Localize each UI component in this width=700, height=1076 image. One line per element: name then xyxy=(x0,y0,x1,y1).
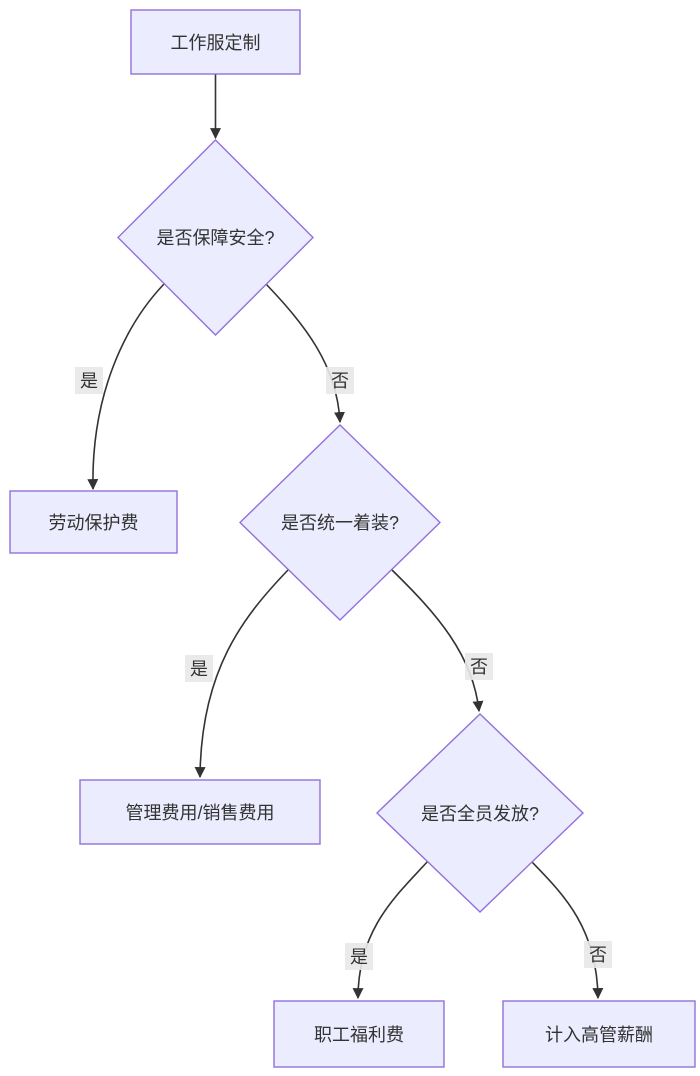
node-exec-comp-label: 计入高管薪酬 xyxy=(545,1025,653,1045)
node-start-label: 工作服定制 xyxy=(171,33,261,53)
edge-label-bg xyxy=(345,943,373,970)
node-exec-comp-box xyxy=(502,1000,696,1068)
node-welfare-box xyxy=(273,1000,445,1068)
node-decision3-label: 是否全员发放? xyxy=(421,804,539,824)
edge-label-bg xyxy=(185,655,213,682)
edge-label-bg xyxy=(326,367,354,394)
node-decision3-diamond xyxy=(375,713,585,913)
edge-label-text: 否 xyxy=(589,945,607,965)
node-welfare-label: 职工福利费 xyxy=(314,1025,404,1045)
edge-label-yes-3: 是 xyxy=(345,943,373,970)
edge-decision1-no-to-decision2 xyxy=(265,283,345,424)
edge-decision2-yes-to-admin-sales xyxy=(194,569,289,779)
node-decision1-diamond xyxy=(117,139,314,336)
node-labor-protection-label: 劳动保护费 xyxy=(49,513,139,533)
edge-decision2-no-to-decision3 xyxy=(391,569,484,713)
edge-decision3-no-to-exec-comp xyxy=(531,861,604,1000)
node-labor-protection: 劳动保护费 xyxy=(9,490,178,554)
edge-label-text: 是 xyxy=(350,947,368,967)
edges-layer xyxy=(87,74,604,1000)
node-start: 工作服定制 xyxy=(130,9,301,75)
node-admin-sales-label: 管理费用/销售费用 xyxy=(125,803,274,823)
edge-decision3-yes-to-welfare xyxy=(352,860,429,1000)
node-decision2-label: 是否统一着装? xyxy=(281,513,399,533)
edge-label-text: 是 xyxy=(80,371,98,391)
node-decision2: 是否统一着装? xyxy=(238,424,442,621)
edge-label-text: 否 xyxy=(470,657,488,677)
node-admin-sales-box xyxy=(79,779,321,845)
node-decision1-label: 是否保障安全? xyxy=(156,228,274,248)
edge-label-no-3: 否 xyxy=(584,941,612,968)
node-admin-sales: 管理费用/销售费用 xyxy=(79,779,321,845)
node-exec-comp: 计入高管薪酬 xyxy=(502,1000,696,1068)
edge-label-yes-2: 是 xyxy=(185,655,213,682)
node-labor-protection-box xyxy=(9,490,178,554)
node-decision1: 是否保障安全? xyxy=(117,139,314,336)
node-start-box xyxy=(130,9,301,75)
edge-label-yes-1: 是 xyxy=(75,367,103,394)
edge-label-no-1: 否 xyxy=(326,367,354,394)
edge-labels-layer: 是 否 是 否 是 否 xyxy=(75,367,612,970)
edge-decision1-yes-to-labor-protection xyxy=(87,283,165,491)
edge-label-text: 否 xyxy=(331,371,349,391)
edge-label-text: 是 xyxy=(190,659,208,679)
edge-label-no-2: 否 xyxy=(465,653,493,680)
edge-label-bg xyxy=(75,367,103,394)
node-decision2-diamond xyxy=(238,424,442,621)
node-decision3: 是否全员发放? xyxy=(375,713,585,913)
node-welfare: 职工福利费 xyxy=(273,1000,445,1068)
edge-label-bg xyxy=(465,653,493,680)
nodes-layer: 工作服定制 是否保障安全? 劳动保护费 是否统一着装? 管理费用/销售费用 是否 xyxy=(9,9,696,1068)
edge-label-bg xyxy=(584,941,612,968)
